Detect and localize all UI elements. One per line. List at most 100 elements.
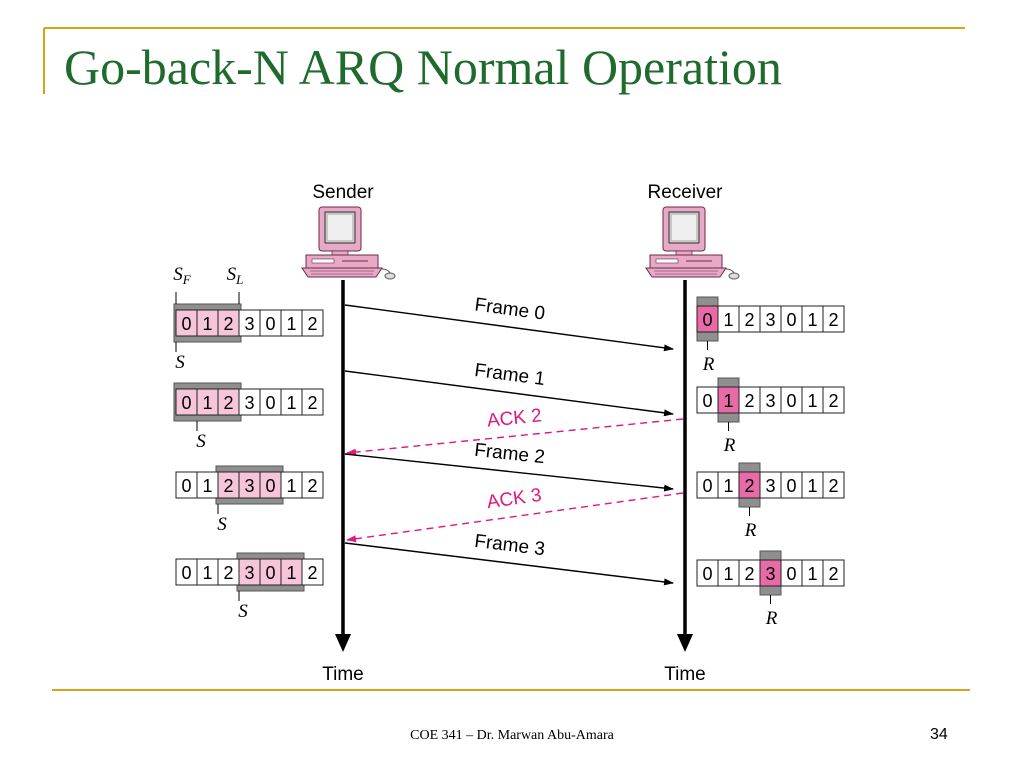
sender-timeline-arrowhead (335, 634, 351, 652)
sequence-cell-label: 3 (765, 391, 775, 411)
receiver-computer-icon (645, 206, 740, 280)
sequence-cell-label: 1 (807, 476, 817, 496)
sequence-cell (301, 471, 324, 499)
sequence-cell (822, 386, 845, 414)
sequence-cell-label: 2 (307, 476, 317, 496)
frame-message: Frame 2 (344, 440, 674, 492)
frame-message: Frame 1 (344, 360, 674, 417)
sequence-cell-label: 0 (786, 310, 796, 330)
sequence-cell-label: 0 (786, 476, 796, 496)
sequence-cell-label: 0 (265, 563, 275, 583)
sequence-cell-label: 1 (807, 564, 817, 584)
page-number: 34 (930, 726, 948, 743)
sequence-cell-label: 0 (786, 391, 796, 411)
sequence-cell-label: 0 (265, 314, 275, 334)
sequence-cell-label: 0 (181, 476, 191, 496)
slide-title: Go-back-N ARQ Normal Operation (64, 39, 782, 95)
sequence-cell-label: 3 (765, 564, 775, 584)
sequence-cell-label: 1 (723, 391, 733, 411)
send-pointer-label: S (238, 601, 248, 622)
sender-computer-icon (301, 206, 396, 280)
sequence-cell-label: 1 (807, 310, 817, 330)
sequence-cell-label: 2 (744, 476, 754, 496)
frame-label: Frame 3 (473, 531, 546, 560)
receiver-timeline-arrowhead (677, 634, 693, 652)
receive-pointer-label: R (744, 520, 757, 541)
sequence-cell-label: 0 (181, 314, 191, 334)
sequence-cell-label: 1 (286, 476, 296, 496)
receiver-label: Receiver (648, 182, 724, 203)
ack-label: ACK 3 (486, 485, 543, 513)
sequence-cell-label: 0 (702, 476, 712, 496)
sender-label: Sender (312, 182, 374, 203)
sequence-cell (301, 558, 324, 586)
sequence-cell (822, 471, 845, 499)
sequence-cell (301, 309, 324, 337)
receive-pointer-label: R (765, 608, 778, 629)
sequence-cell-label: 2 (744, 391, 754, 411)
frame-label: Frame 1 (473, 360, 546, 390)
sequence-cell-label: 0 (702, 564, 712, 584)
sequence-cell-label: 2 (744, 564, 754, 584)
sequence-cell (822, 559, 845, 587)
send-pointer-label: S (175, 352, 185, 373)
sequence-cell-label: 2 (223, 476, 233, 496)
sequence-cell-label: 0 (265, 476, 275, 496)
sequence-cell-label: 2 (828, 310, 838, 330)
sequence-cell-label: 3 (244, 314, 254, 334)
sequence-cell-label: 2 (307, 314, 317, 334)
sequence-cell-label: 1 (286, 563, 296, 583)
sequence-cell-label: 1 (286, 393, 296, 413)
sequence-cell-label: 1 (286, 314, 296, 334)
ack-message: ACK 2 (346, 405, 684, 456)
sequence-cell-label: 0 (702, 391, 712, 411)
ack-label: ACK 2 (486, 405, 543, 431)
sequence-cell-label: 3 (765, 310, 775, 330)
title-rule-decoration (43, 27, 965, 94)
sequence-cell-label: 3 (244, 476, 254, 496)
sequence-cell-label: 2 (223, 563, 233, 583)
frame-arrow (344, 542, 674, 586)
sender-time-label: Time (322, 664, 364, 685)
sequence-cell-label: 2 (828, 564, 838, 584)
sequence-cell-label: 1 (202, 476, 212, 496)
frame-arrow (344, 304, 674, 352)
sequence-cell-label: 2 (307, 563, 317, 583)
sequence-cell-label: 0 (786, 564, 796, 584)
frame-message: Frame 0 (344, 294, 674, 352)
footer-text: COE 341 – Dr. Marwan Abu-Amara (410, 728, 614, 743)
sequence-cell-label: 1 (202, 563, 212, 583)
sequence-cell-label: 0 (181, 563, 191, 583)
sequence-cell-label: 1 (723, 310, 733, 330)
sequence-cell-label: 1 (202, 314, 212, 334)
send-pointer-label: S (196, 431, 206, 452)
receiver-time-label: Time (664, 664, 706, 685)
sequence-cell-label: 1 (723, 564, 733, 584)
sequence-cell-label: 2 (223, 393, 233, 413)
frame-message: Frame 3 (344, 531, 674, 586)
sequence-cell-label: 0 (181, 393, 191, 413)
frame-label: Frame 2 (473, 440, 546, 468)
sequence-cell-label: 0 (702, 310, 712, 330)
sequence-cell (301, 388, 324, 416)
send-pointer-label: S (217, 514, 227, 535)
window-last-label: SL (227, 264, 244, 287)
sequence-cell-label: 2 (744, 310, 754, 330)
ack-arrow (346, 492, 684, 543)
frame-arrow (344, 453, 674, 492)
sequence-cell-label: 2 (223, 314, 233, 334)
frame-arrow (344, 370, 674, 417)
sequence-cell-label: 1 (807, 391, 817, 411)
sequence-cell-label: 1 (202, 393, 212, 413)
sequence-cell-label: 0 (265, 393, 275, 413)
sequence-cell-label: 1 (723, 476, 733, 496)
